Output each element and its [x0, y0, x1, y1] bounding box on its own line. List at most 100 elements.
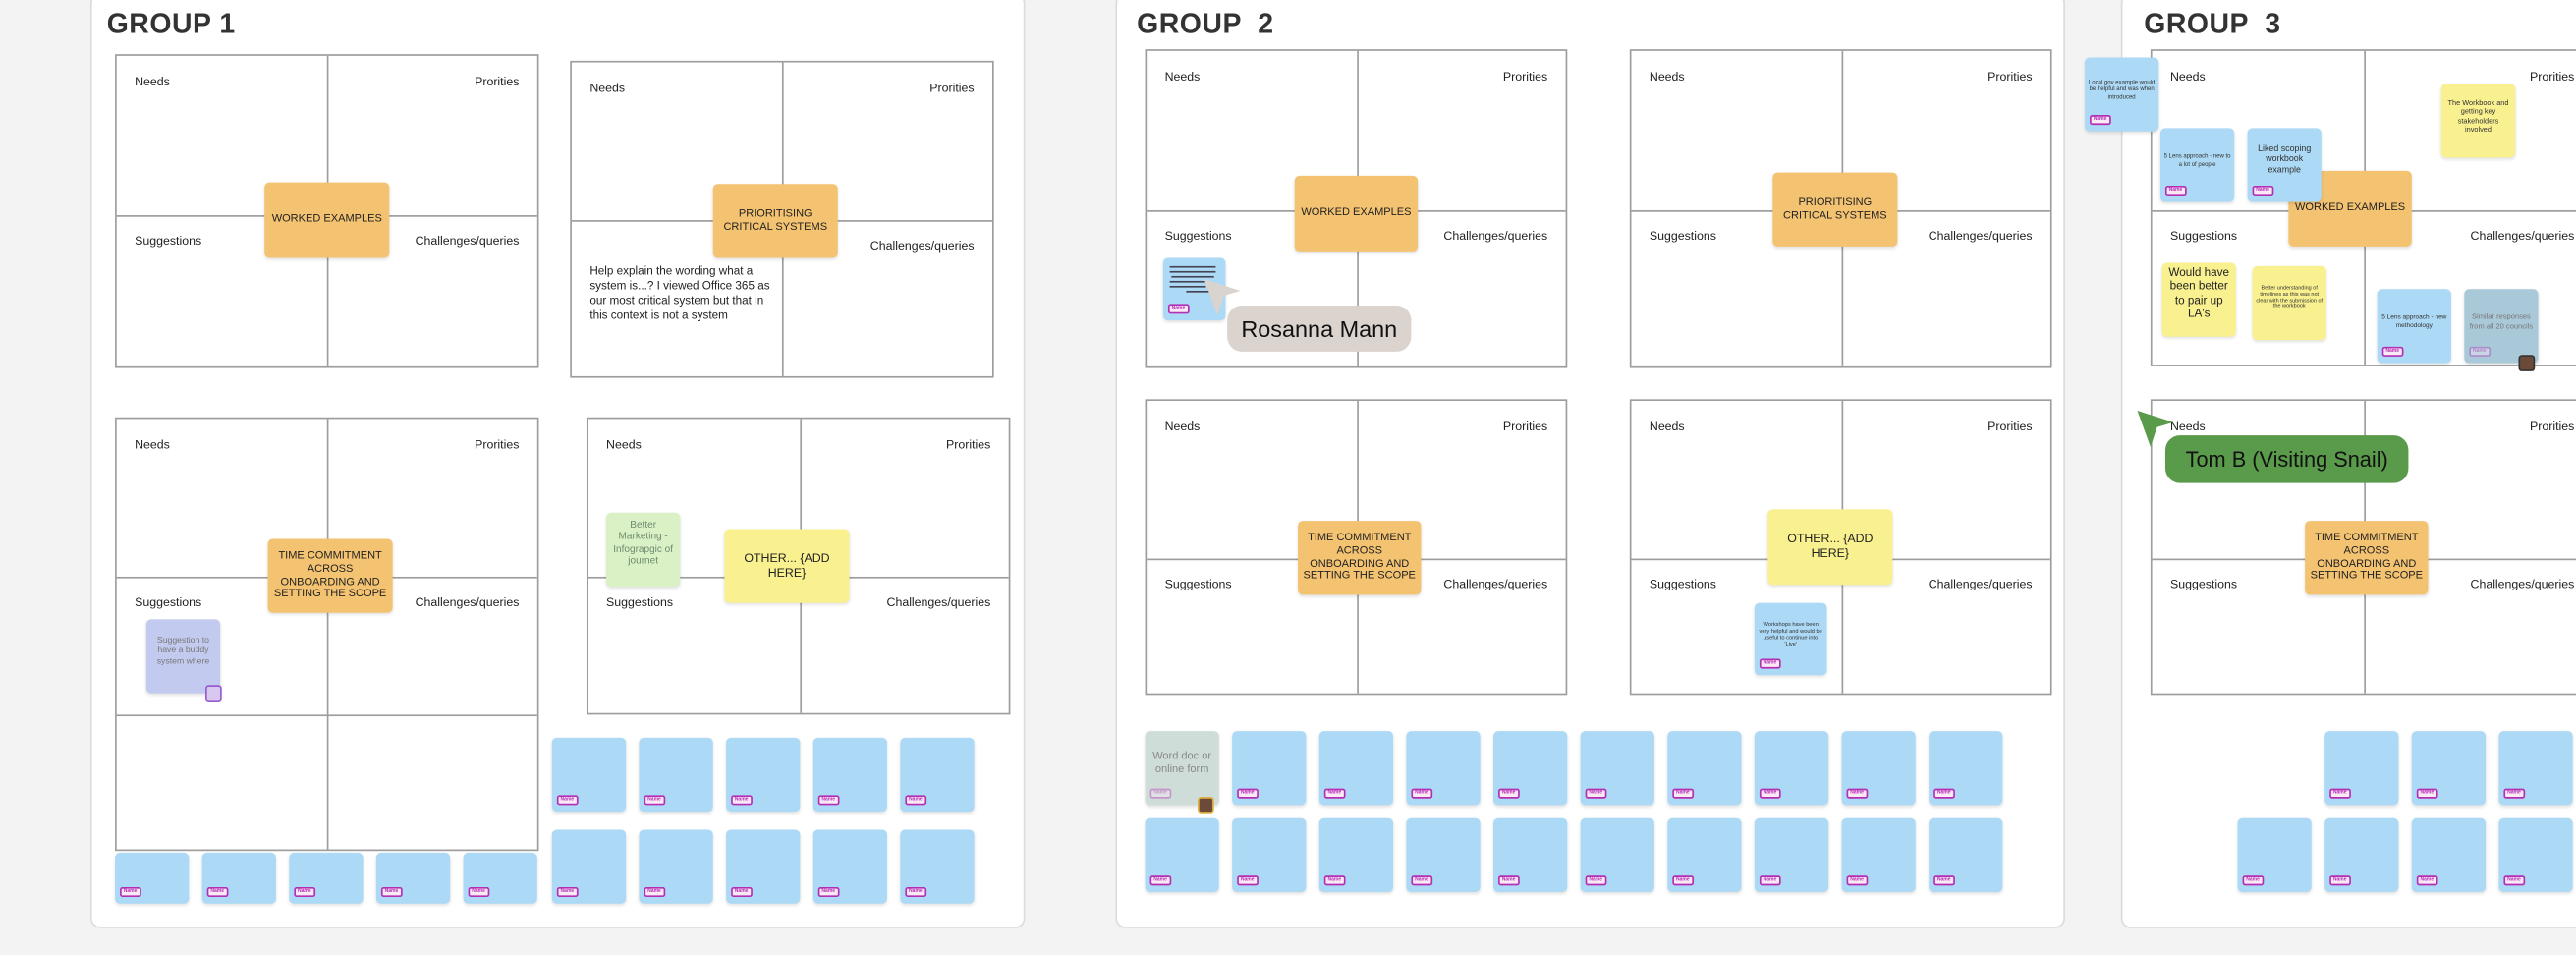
name-tag[interactable]: Name	[1237, 874, 1259, 886]
name-tag[interactable]: Name	[1411, 788, 1432, 799]
name-tag[interactable]: Name	[2381, 346, 2403, 357]
blank-sticky-note[interactable]: Name	[726, 737, 801, 813]
blank-sticky-note[interactable]: Name	[639, 737, 713, 813]
name-tag[interactable]: Name	[380, 886, 402, 898]
name-tag[interactable]: Name	[1323, 874, 1345, 886]
collaborator-avatar[interactable]	[205, 685, 222, 702]
sticky-note[interactable]: 5 Lens approach - new to a lot of people…	[2159, 128, 2235, 202]
name-tag[interactable]: Name	[1933, 874, 1955, 886]
name-tag[interactable]: Name	[1585, 874, 1606, 886]
name-tag[interactable]: Name	[2416, 788, 2437, 799]
blank-sticky-note[interactable]: Name	[1406, 731, 1481, 806]
name-tag[interactable]: Name	[294, 886, 315, 898]
blank-sticky-note[interactable]: Name	[2411, 817, 2487, 893]
blank-sticky-note[interactable]: Name	[1232, 731, 1307, 806]
blank-sticky-note[interactable]: Name	[1406, 817, 1481, 893]
blank-sticky-note[interactable]: Name	[551, 829, 627, 904]
name-tag[interactable]: Name	[556, 886, 578, 898]
blank-sticky-note[interactable]: Name	[1841, 731, 1916, 806]
sticky-note[interactable]: Workshops have been very helpful and wou…	[1754, 602, 1827, 676]
name-tag[interactable]: Name	[1672, 788, 1694, 799]
name-tag[interactable]: Name	[905, 794, 926, 806]
quadrant-board[interactable]	[115, 417, 539, 852]
name-tag[interactable]: Name	[2164, 185, 2186, 196]
name-tag[interactable]: Name	[2416, 874, 2437, 886]
name-tag[interactable]: Name	[644, 794, 665, 806]
blank-sticky-note[interactable]: Name	[1667, 731, 1742, 806]
name-tag[interactable]: Name	[1933, 788, 1955, 799]
name-tag[interactable]: Name	[1585, 788, 1606, 799]
name-tag[interactable]: Name	[817, 886, 839, 898]
name-tag[interactable]: Name	[1759, 874, 1780, 886]
blank-sticky-note[interactable]: Name	[639, 829, 713, 904]
name-tag[interactable]: Name	[731, 794, 753, 806]
sticky-note[interactable]: Better Marketing - Infograpgic of journe…	[606, 512, 681, 587]
board-topic-card[interactable]: TIME COMMITMENT ACROSS ONBOARDING AND SE…	[1298, 521, 1422, 595]
blank-sticky-note[interactable]: Name	[812, 829, 887, 904]
name-tag[interactable]: Name	[556, 794, 578, 806]
sticky-note[interactable]: Local gov example would be helpful and w…	[2085, 57, 2159, 132]
blank-sticky-note[interactable]: Name	[1580, 731, 1654, 806]
name-tag[interactable]: Name	[1323, 788, 1345, 799]
name-tag[interactable]: Name	[468, 886, 489, 898]
name-tag[interactable]: Name	[2252, 185, 2273, 196]
board-topic-card[interactable]: OTHER... {ADD HERE}	[1767, 509, 1893, 586]
board-topic-card[interactable]: TIME COMMITMENT ACROSS ONBOARDING AND SE…	[267, 538, 393, 613]
board-topic-card[interactable]: PRIORITISING CRITICAL SYSTEMS	[712, 184, 838, 258]
name-tag[interactable]: Name	[2242, 874, 2264, 886]
name-tag[interactable]: Name	[2469, 346, 2491, 357]
name-tag[interactable]: Name	[1149, 788, 1171, 799]
name-tag[interactable]: Name	[1759, 657, 1780, 669]
blank-sticky-note[interactable]: Name	[900, 737, 975, 813]
blank-sticky-note[interactable]: Name	[1145, 817, 1219, 893]
blank-sticky-note[interactable]: Name	[551, 737, 627, 813]
name-tag[interactable]: Name	[905, 886, 926, 898]
blank-sticky-note[interactable]: Name	[726, 829, 801, 904]
name-tag[interactable]: Name	[644, 886, 665, 898]
name-tag[interactable]: Name	[1846, 874, 1868, 886]
sticky-note[interactable]: The Workbook and getting key stakeholder…	[2440, 84, 2516, 158]
name-tag[interactable]: Name	[1167, 303, 1189, 314]
blank-sticky-note[interactable]: Name	[1754, 731, 1829, 806]
blank-sticky-note[interactable]: Name	[1580, 817, 1654, 893]
name-tag[interactable]: Name	[2329, 788, 2351, 799]
name-tag[interactable]: Name	[2503, 874, 2525, 886]
blank-sticky-note[interactable]: Name	[2498, 731, 2573, 806]
name-tag[interactable]: Name	[1498, 788, 1520, 799]
blank-sticky-note[interactable]: Name	[201, 852, 276, 904]
blank-sticky-note[interactable]: Name	[2411, 731, 2487, 806]
name-tag[interactable]: Name	[2503, 788, 2525, 799]
name-tag[interactable]: Name	[120, 886, 141, 898]
name-tag[interactable]: Name	[1759, 788, 1780, 799]
sticky-note[interactable]: Better understanding of timelines as thi…	[2252, 265, 2326, 341]
blank-sticky-note[interactable]: Name	[2324, 817, 2399, 893]
blank-sticky-note[interactable]: Name	[1493, 817, 1568, 893]
sticky-note[interactable]: Suggestion to have a buddy system where	[145, 619, 221, 694]
board-topic-card[interactable]: WORKED EXAMPLES	[264, 182, 390, 258]
blank-sticky-note[interactable]: Name	[463, 852, 537, 904]
name-tag[interactable]: Name	[1498, 874, 1520, 886]
name-tag[interactable]: Name	[2329, 874, 2351, 886]
name-tag[interactable]: Name	[2090, 114, 2111, 126]
board-topic-card[interactable]: OTHER... {ADD HERE}	[724, 529, 850, 603]
blank-sticky-note[interactable]: Name	[1232, 817, 1307, 893]
collaborator-avatar[interactable]	[1198, 797, 1214, 814]
board-topic-card[interactable]: TIME COMMITMENT ACROSS ONBOARDING AND SE…	[2305, 521, 2429, 595]
blank-sticky-note[interactable]: Name	[1667, 817, 1742, 893]
blank-sticky-note[interactable]: Name	[1754, 817, 1829, 893]
blank-sticky-note[interactable]: Name	[375, 852, 451, 904]
name-tag[interactable]: Name	[1846, 788, 1868, 799]
blank-sticky-note[interactable]: Name	[289, 852, 364, 904]
name-tag[interactable]: Name	[817, 794, 839, 806]
sticky-note[interactable]: Would have been better to pair up LA's	[2161, 262, 2236, 337]
blank-sticky-note[interactable]: Name	[2498, 817, 2573, 893]
blank-sticky-note[interactable]: Name	[2237, 817, 2312, 893]
blank-sticky-note[interactable]: Name	[1929, 731, 2003, 806]
name-tag[interactable]: Name	[1149, 874, 1171, 886]
blank-sticky-note[interactable]: Name	[900, 829, 975, 904]
